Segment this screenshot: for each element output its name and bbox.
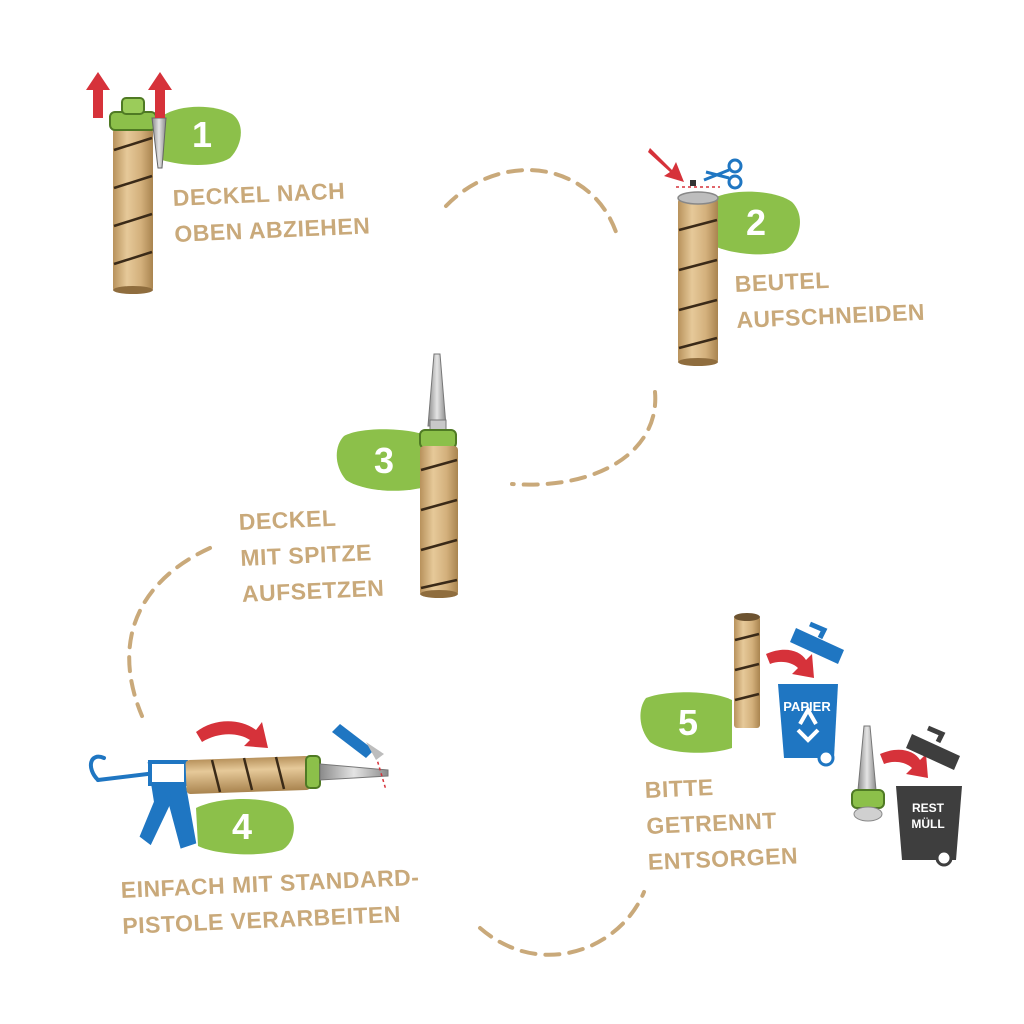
rest-bin-label-1: REST (912, 801, 945, 815)
step-3-label-line-3: AUFSETZEN (241, 574, 385, 607)
step-1-illustration (86, 72, 241, 294)
nozzle (857, 725, 877, 791)
rest-bin (896, 725, 962, 867)
step-4-green-flag (196, 799, 294, 855)
step-2-illustration (648, 148, 800, 366)
step-2-number: 2 (745, 202, 767, 243)
tube (734, 616, 760, 728)
nozzle (427, 353, 447, 427)
step-4-illustration (88, 721, 389, 855)
step-3-label-line-2: MIT SPITZE (239, 539, 373, 571)
tube (678, 198, 718, 364)
step-5-number: 5 (677, 702, 699, 743)
paper-bin (778, 621, 844, 767)
scissors-icon (703, 158, 743, 190)
curved-arrow-icon (766, 649, 814, 678)
red-arrow (648, 148, 684, 182)
step-4-number: 4 (231, 806, 253, 847)
step-3-green-flag (336, 429, 428, 491)
step-5-illustration (640, 613, 962, 867)
up-arrow-icon (86, 72, 172, 118)
curved-arrow-icon (880, 749, 928, 778)
step-3-number: 3 (373, 440, 395, 481)
step-5-label: BITTE GETRENNT ENTSORGEN (644, 765, 799, 879)
nozzle (319, 763, 389, 781)
cap-ring (419, 429, 457, 449)
step-2-label: BEUTEL AUFSCHNEIDEN (734, 258, 926, 338)
step-1-number: 1 (191, 114, 213, 155)
cutter-knife-icon (332, 724, 384, 760)
dashed-path (127, 168, 658, 957)
tube (113, 128, 153, 292)
cap-ring (305, 755, 321, 789)
step-3-label-line-1: DECKEL (238, 504, 337, 535)
paper-bin-label: PAPIER (783, 699, 831, 714)
step-4-label: EINFACH MIT STANDARD- PISTOLE VERARBEITE… (120, 859, 422, 944)
step-1-green-flag (162, 106, 241, 165)
curved-arrow-icon (196, 721, 268, 748)
step-5-label-line-3: ENTSORGEN (647, 842, 799, 875)
caulking-gun (88, 754, 197, 849)
step-5-green-flag (640, 692, 732, 753)
cap-ring (851, 789, 885, 809)
step-3-label: DECKEL MIT SPITZE AUFSETZEN (238, 498, 385, 612)
rest-bin-label-2: MÜLL (911, 816, 944, 831)
step-3-illustration (336, 353, 458, 598)
recycle-icon (796, 705, 820, 743)
step-2-green-flag (714, 191, 800, 255)
tube (420, 446, 458, 596)
step-1-label: DECKEL NACH OBEN ABZIEHEN (172, 171, 371, 251)
